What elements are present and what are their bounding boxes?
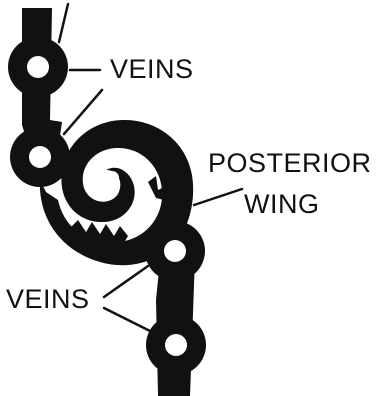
leader-posterior-wing: [194, 189, 242, 205]
label-veins-bottom: VEINS: [6, 284, 90, 314]
label-veins-top: VEINS: [110, 54, 194, 84]
label-posterior: POSTERIOR: [208, 148, 372, 178]
lower-vein-node-1: [145, 221, 205, 281]
leader-top-vertical: [59, 4, 68, 42]
leader-veins-bottom-1: [104, 266, 148, 297]
lower-vein-node-2: [146, 315, 206, 375]
upper-vein-node-2: [10, 127, 70, 187]
upper-vein-node-1: [8, 37, 68, 97]
leader-veins-bottom-2: [104, 308, 150, 331]
label-wing: WING: [244, 189, 320, 219]
